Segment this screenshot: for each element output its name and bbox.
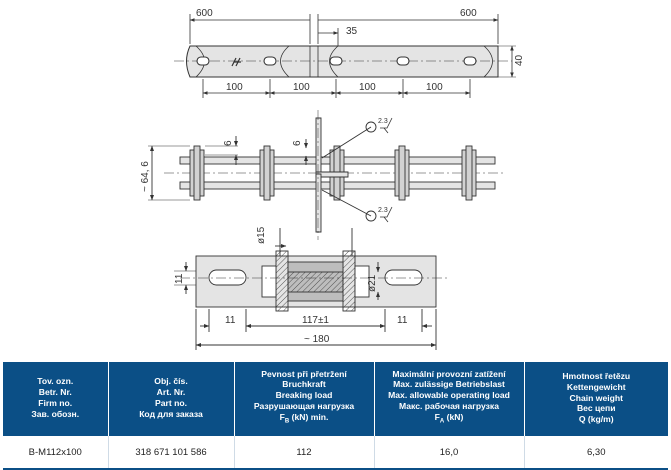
cell-breaking-load: 112 [234, 436, 375, 469]
header-part-no: Obj. čís. Art. Nr. Part no. Код для зака… [108, 362, 235, 436]
dim-pitch-3: 100 [359, 82, 376, 93]
top-view [174, 14, 516, 98]
dim-11-right: 11 [397, 315, 408, 326]
dim-pitch-4: 100 [426, 82, 443, 93]
header-chain-weight: Hmotnost řetězu Kettengewicht Chain weig… [524, 362, 668, 436]
finish-mark-top: 2.3 [378, 118, 388, 125]
cell-firm-no: B-M112x100 [3, 436, 109, 469]
table-header-row: Tov. ozn. Betr. Nr. Firm no. Зав. обозн.… [3, 362, 668, 436]
dim-6-right: 6 [292, 140, 303, 146]
dim-height: ~ 64, 6 [140, 161, 151, 192]
dim-117: 117±1 [302, 315, 329, 326]
dim-600-right: 600 [460, 8, 477, 19]
plate-view [174, 228, 450, 350]
cell-operating-load: 16,0 [374, 436, 525, 469]
header-operating-load: Maximální provozní zatížení Max. zulässi… [374, 362, 525, 436]
side-view [148, 110, 506, 240]
dim-d15: ø15 [256, 226, 267, 244]
finish-mark-bottom: 2.3 [378, 207, 388, 214]
dim-11-side: 11 [174, 273, 185, 284]
dim-180: ~ 180 [304, 334, 330, 345]
dim-pitch-1: 100 [226, 82, 243, 93]
dim-40: 40 [514, 54, 525, 66]
spec-table: Tov. ozn. Betr. Nr. Firm no. Зав. обозн.… [3, 362, 668, 470]
cell-chain-weight: 6,30 [524, 436, 668, 469]
cell-part-no: 318 671 101 586 [108, 436, 235, 469]
dim-d21: ø21 [367, 274, 378, 292]
dim-11-left: 11 [225, 315, 236, 326]
dim-600-left: 600 [196, 8, 213, 19]
dim-35: 35 [346, 26, 358, 37]
dim-6-left: 6 [223, 140, 234, 146]
table-row: B-M112x100 318 671 101 586 112 16,0 6,30 [3, 436, 668, 469]
technical-drawing: 600 600 35 40 100 100 100 100 [140, 8, 525, 350]
header-firm-no: Tov. ozn. Betr. Nr. Firm no. Зав. обозн. [3, 362, 109, 436]
header-breaking-load: Pevnost při přetržení Bruchkraft Breakin… [234, 362, 375, 436]
dim-pitch-2: 100 [293, 82, 310, 93]
